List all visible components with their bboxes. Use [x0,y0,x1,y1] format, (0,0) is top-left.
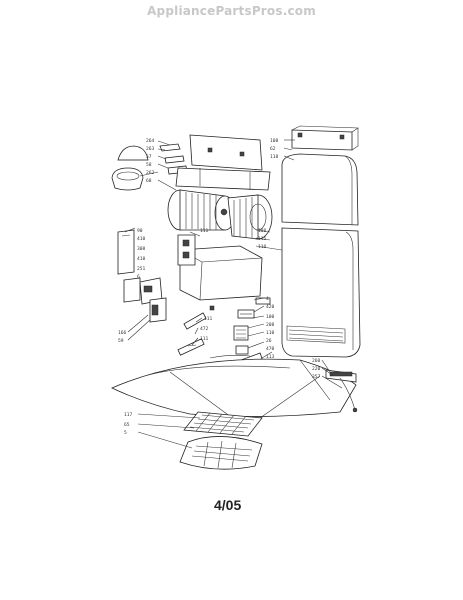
callout: 117 [124,412,133,418]
callout: 100 [266,314,275,320]
callout: 220 [312,366,321,372]
callout: 110 [266,330,275,336]
upper-plate [175,134,271,191]
callout: 57 [146,154,152,160]
grease-filter [179,411,263,470]
callout: 308 [137,246,146,252]
callout: 470 [266,346,275,352]
callout: 90 [137,228,143,234]
blower-assembly [167,189,273,240]
callout: 251 [137,266,146,272]
callout: 59 [118,338,124,344]
callout: 410 [137,256,146,262]
callout: 111 [200,228,209,234]
revision-date: 4/05 [214,497,242,513]
callout: 65 [124,422,130,428]
callout: 264 [146,138,155,144]
callout: 208 [266,322,275,328]
electrical-box [177,234,263,301]
callout: 110 [258,244,267,250]
callout: 58 [146,162,152,168]
site-watermark: AppliancePartsPros.com [147,4,316,18]
callout-labels: 264 263 57 58 262 68 108 62 118 90 410 3… [118,138,321,436]
top-brackets [111,143,188,191]
callout: 68 [146,178,152,184]
side-panel [117,229,167,323]
callout: 118 [270,154,279,160]
callout: 6 [137,274,140,280]
callout: 26 [266,338,272,344]
callout: 262 [146,170,155,176]
callout: 111 [204,316,213,322]
callout: 472 [200,326,209,332]
callout: 111 [200,336,209,342]
leader-lines [124,139,343,449]
callout: 410 [137,236,146,242]
callout: 108 [270,138,279,144]
callout: 166 [118,330,127,336]
callout: 62 [270,146,276,152]
callout: 263 [146,146,155,152]
small-parts [177,297,271,370]
callout: 5 [124,430,127,436]
callout: 260 [312,358,321,364]
callout: 420 [266,304,275,310]
chimney-cover [281,125,361,358]
callout: 115 [258,236,267,242]
callout: 108 [258,228,267,234]
callout: 357 [312,374,321,380]
callout: 113 [266,354,275,360]
callout: 4 [266,296,269,302]
hood-canopy [111,355,358,421]
